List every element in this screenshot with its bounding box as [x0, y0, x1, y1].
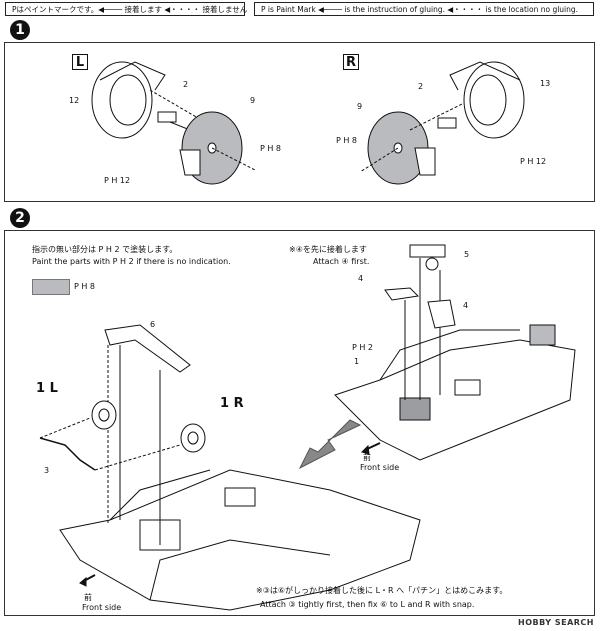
paint-swatch	[32, 279, 70, 295]
sub-assembly-left-ref: 1 L	[36, 381, 58, 396]
paint-mark-ph8-right: P H 8	[336, 136, 358, 145]
step-2-panel	[4, 230, 595, 616]
attach-first-note-japanese: ※④を先に接着します	[289, 245, 367, 254]
front-side-english-right: Front side	[360, 463, 400, 472]
sub-assembly-right-ref: 1 R	[220, 396, 244, 411]
callout-part-9-left: 9	[250, 96, 256, 105]
hobby-search-watermark: HOBBY SEARCH	[518, 618, 594, 627]
step-1-left-assembly	[91, 61, 256, 185]
callout-part-12: 12	[69, 96, 80, 105]
swatch-paint-code: P H 8	[74, 282, 96, 291]
assembly-arrow	[298, 419, 362, 470]
legend-japanese: Pはペイントマークです。◀──── 接着します ◀・・・・ 接着しません	[5, 2, 247, 16]
step-1-right-assembly	[359, 61, 525, 185]
paint-note-japanese: 指示の無い部分は P H 2 で塗装します。	[32, 245, 178, 254]
attach-first-note-english: Attach ④ first.	[313, 257, 370, 266]
step-1-right-label: R	[343, 54, 359, 70]
legend-english: P is Paint Mark ◀──── is the instruction…	[254, 2, 594, 16]
front-side-japanese-left: 前	[84, 593, 92, 602]
callout-part-4-right: 4	[463, 301, 469, 310]
front-side-english-left: Front side	[82, 603, 122, 612]
paint-mark-ph12-right: P H 12	[520, 157, 547, 166]
step-1-left-label: L	[72, 54, 88, 70]
paint-mark-ph12-left: P H 12	[104, 176, 131, 185]
front-side-japanese-right: 前	[363, 453, 371, 462]
callout-part-3: 3	[44, 466, 50, 475]
paint-mark-ph2: P H 2	[352, 343, 374, 352]
callout-part-1: 1	[354, 357, 360, 366]
step-1-badge: 1	[10, 20, 30, 40]
callout-part-4-left: 4	[358, 274, 364, 283]
callout-part-2-right: 2	[418, 82, 424, 91]
step-1-panel	[4, 42, 595, 202]
step-2-badge: 2	[10, 208, 30, 228]
paint-note-english: Paint the parts with P H 2 if there is n…	[32, 257, 231, 266]
snap-note-japanese: ※③は⑥がしっかり接着した後に L・R へ「パチン」とはめこみます。	[256, 586, 508, 595]
step-2-left-chassis	[39, 324, 421, 611]
step-2-right-chassis	[334, 244, 576, 461]
snap-note-english: Attach ③ tightly first, then fix ⑥ to L …	[260, 600, 475, 609]
paint-mark-ph8-left: P H 8	[260, 144, 282, 153]
callout-part-5: 5	[464, 250, 470, 259]
callout-part-13: 13	[540, 79, 551, 88]
callout-part-6: 6	[150, 320, 156, 329]
callout-part-9-right: 9	[357, 102, 363, 111]
callout-part-2-left: 2	[183, 80, 189, 89]
